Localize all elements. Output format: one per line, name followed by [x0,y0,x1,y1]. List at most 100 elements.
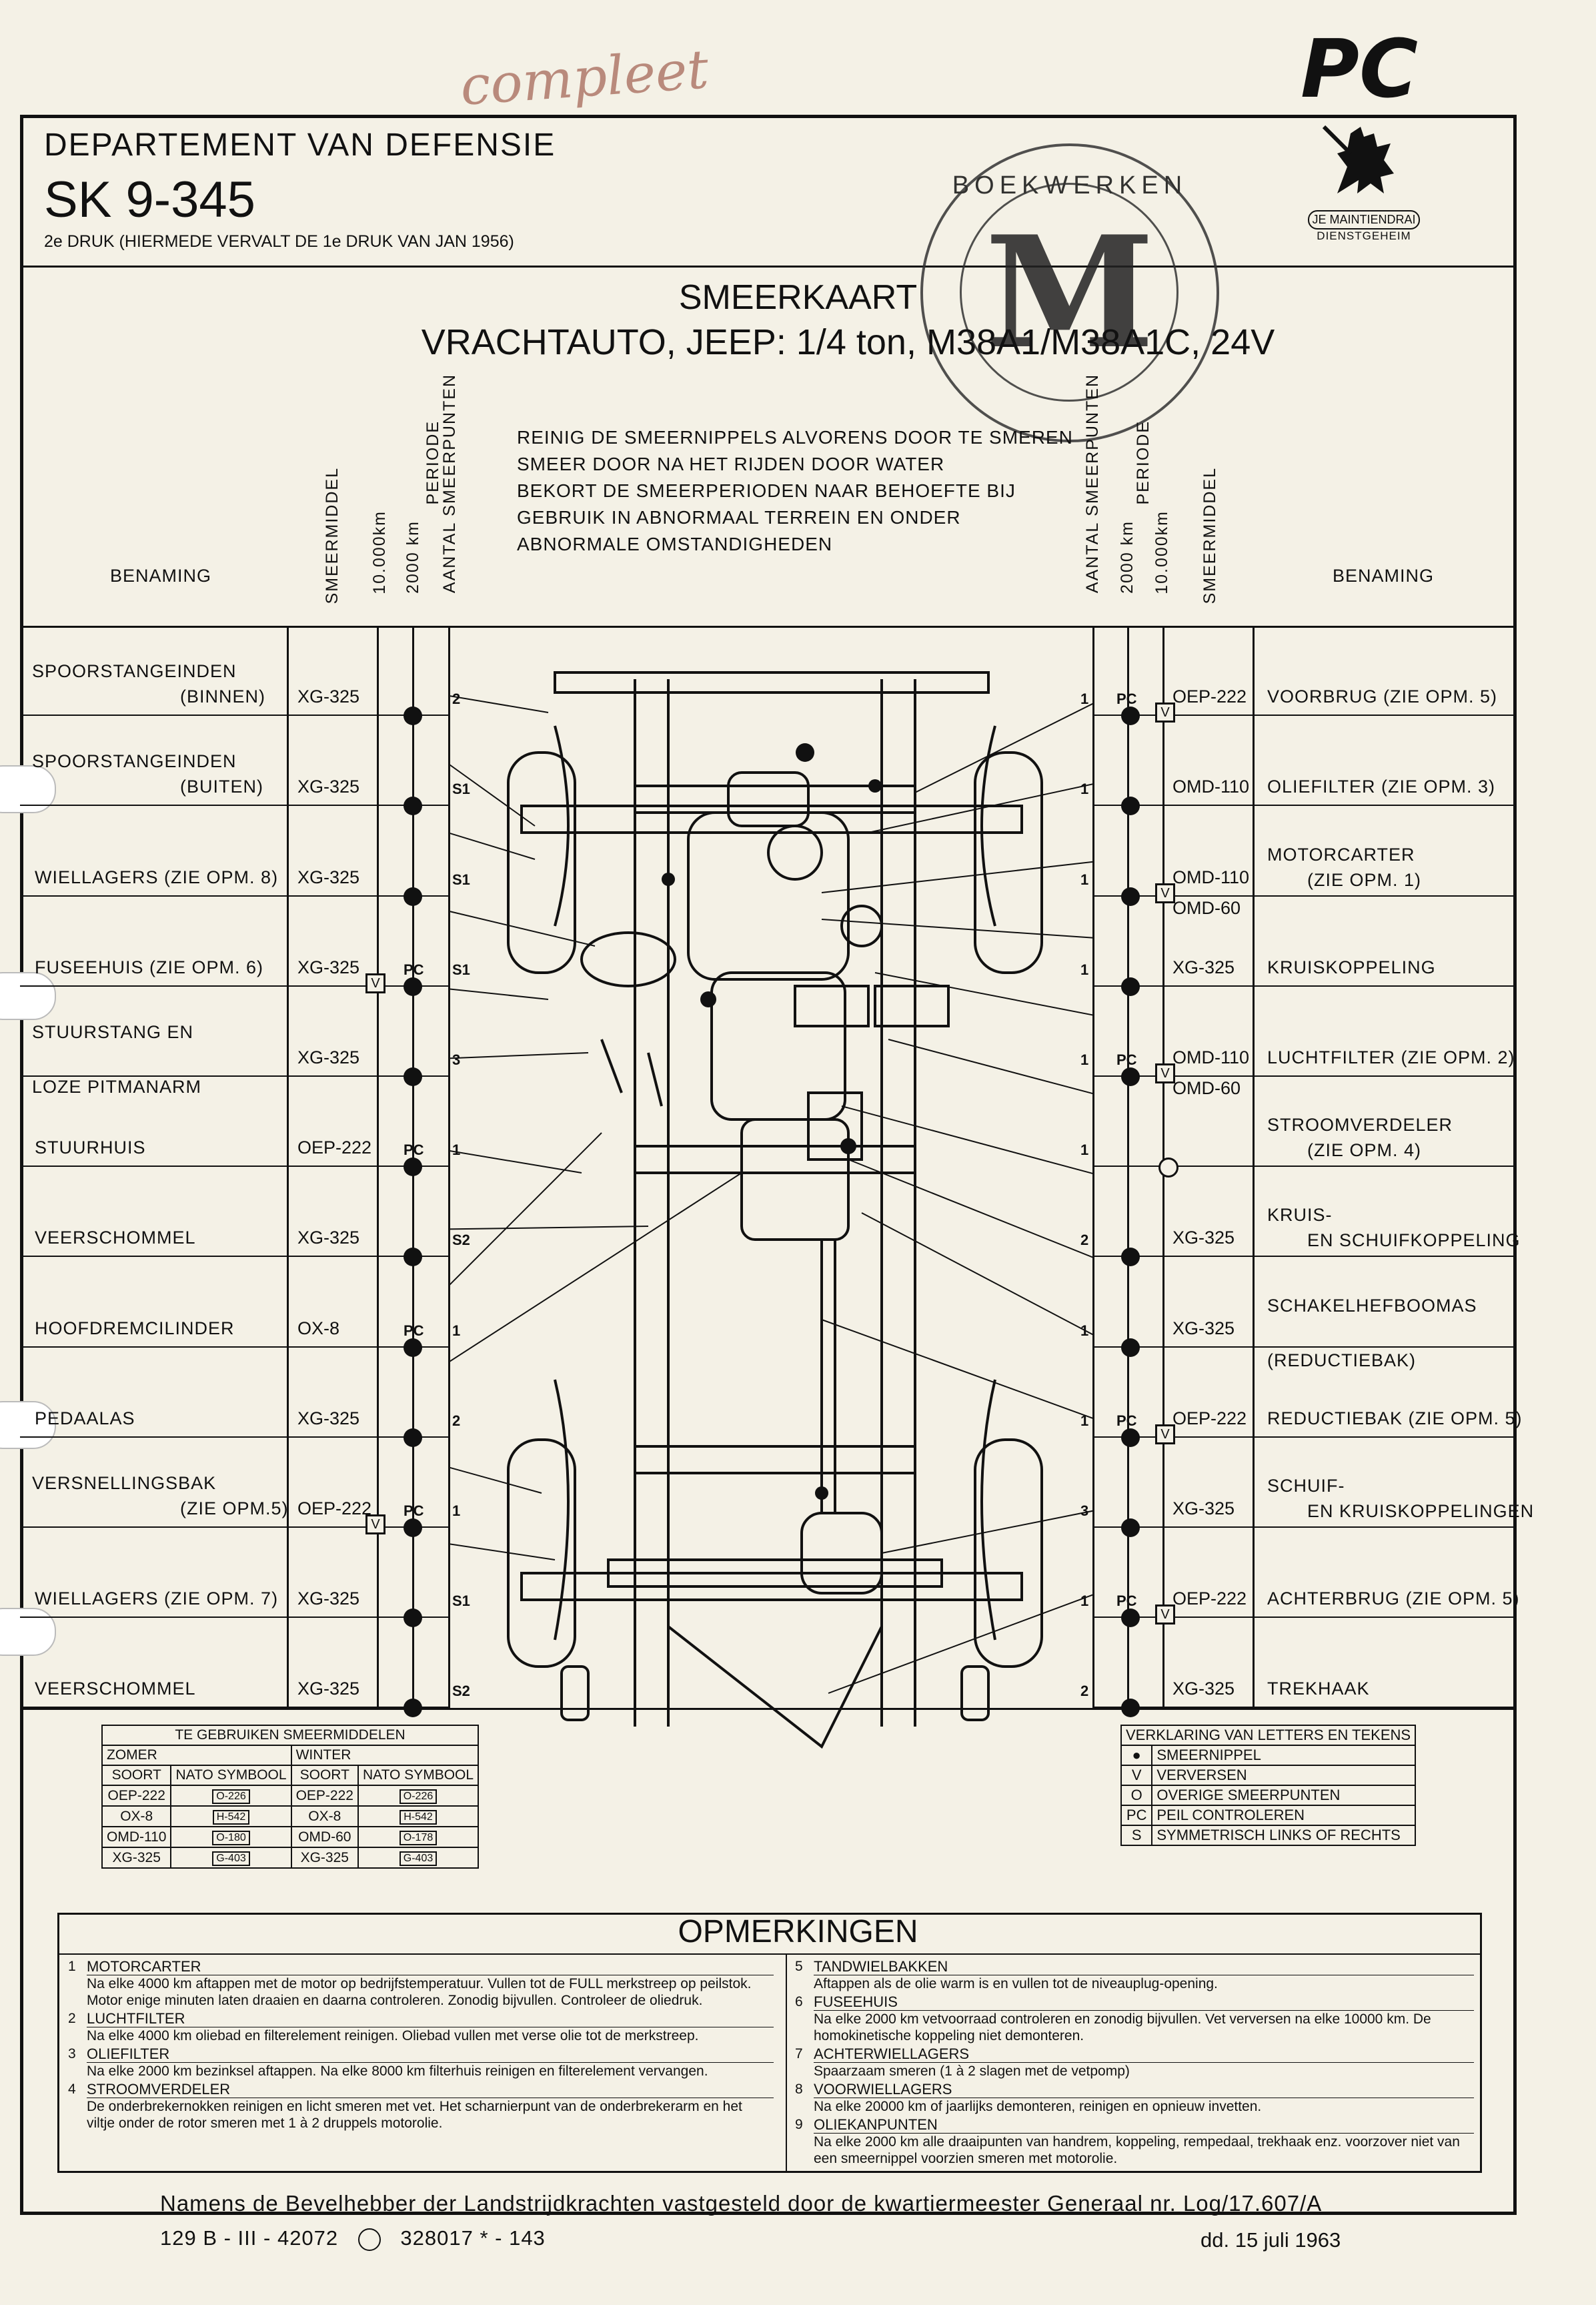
header-10000-right: 10.000km [1152,510,1171,594]
grease-nipple-icon [404,797,422,816]
instruction-line: BEKORT DE SMEERPERIODEN NAAR BEHOEFTE BI… [517,480,1016,501]
soort-header: SOORT [290,1765,359,1786]
header-benaming-right: BENAMING [1333,566,1435,586]
pc-mark: PC [1116,1412,1137,1429]
remark-heading: VOORWIELLAGERS [814,2081,1474,2098]
grease-nipple-icon [1121,1699,1140,1718]
left-row-count: 1 [452,1322,461,1339]
remark-heading: OLIEKANPUNTEN [814,2116,1474,2134]
nato-symbol: O-226 [212,1789,250,1804]
grease-nipple-icon [1121,797,1140,816]
nato-symbol-cell: G-403 [170,1847,292,1869]
grease-nipple-icon [404,1067,422,1086]
remark-heading: MOTORCARTER [87,1958,774,1975]
header-2000-right: 2000 km [1118,520,1136,594]
lubricant-cell: OMD-60 [290,1826,359,1848]
row-line-left [20,1346,448,1348]
remark-heading: OLIEFILTER [87,2045,774,2063]
header-aantal-right: AANTAL SMEERPUNTEN [1083,374,1102,594]
change-oil-icon: V [1155,883,1175,903]
remark-heading: LUCHTFILTER [87,2010,774,2027]
left-row-name2: (BUITEN) [180,777,263,797]
right-row-lubricant: XG-325 [1172,1498,1235,1518]
remark-number: 3 [68,2046,76,2061]
remark-number: 7 [795,2046,803,2061]
lubricant-cell: OEP-222 [290,1785,359,1807]
left-row-count: S1 [452,1592,470,1610]
right-row-name2: EN SCHUIFKOPPELING [1307,1230,1521,1251]
left-row-count: 3 [452,1051,461,1068]
jeep-chassis-diagram [448,671,1092,1749]
lubricant-type: OMD-60 [298,1829,351,1845]
row-line-left [20,1617,448,1619]
left-row-count: 1 [452,1502,461,1519]
right-row-name: LUCHTFILTER (ZIE OPM. 2) [1267,1047,1515,1067]
grease-nipple-icon [404,1248,422,1267]
classification: DIENSTGEHEIM [1317,229,1411,242]
left-row-name2: LOZE PITMANARM [32,1077,202,1097]
nato-symbol: O-180 [212,1831,250,1845]
left-row-name: VERSNELLINGSBAK [32,1473,217,1493]
remark-text: Na elke 4000 km aftappen met de motor op… [87,1976,752,2008]
pc-mark: PC [1116,1051,1137,1068]
row-line-right [1092,715,1517,717]
remark-text: Aftappen als de olie warm is en vullen t… [814,1976,1218,1991]
left-row-count: S2 [452,1232,470,1249]
nato-symbol: O-226 [399,1789,438,1804]
remark-number: 2 [68,2011,76,2026]
legend-symbol: O [1120,1785,1153,1806]
nato-symbol-cell: O-226 [170,1785,292,1807]
left-row-name: VEERSCHOMMEL [35,1679,196,1699]
left-row-count: 2 [452,1412,461,1429]
row-line-right [1092,895,1517,897]
pc-mark: PC [1116,1592,1137,1610]
right-row-name: VOORBRUG (ZIE OPM. 5) [1267,686,1498,707]
lubricants-title: TE GEBRUIKEN SMEERMIDDELEN [101,1725,480,1746]
remark-heading: ACHTERWIELLAGERS [814,2045,1474,2063]
row-line-right [1092,805,1517,807]
right-row-name: MOTORCARTER [1267,844,1415,865]
lubricant-type: OEP-222 [295,1787,353,1803]
row-line-right [1092,1617,1517,1619]
right-row-name: SCHUIF- [1267,1476,1345,1496]
row-line-right [1092,1075,1517,1077]
winter-header: WINTER [290,1745,480,1766]
left-row-name: HOOFDREMCILINDER [35,1318,235,1338]
right-row-lubricant: XG-325 [1172,1679,1235,1699]
lubricant-type: OX-8 [120,1808,153,1824]
grease-nipple-icon [404,707,422,726]
grease-nipple-icon [1121,707,1140,726]
left-row-lubricant: OEP-222 [297,1137,372,1158]
left-row-lubricant: XG-325 [297,1047,360,1067]
remark-number: 5 [795,1959,803,1974]
row-line-right [1092,1346,1517,1348]
right-row-name: SCHAKELHEFBOOMAS [1267,1295,1477,1316]
row-line-right [1092,1256,1517,1258]
left-row-lubricant: OEP-222 [297,1498,372,1518]
right-row-count: 3 [1080,1502,1089,1519]
legend-text: PEIL CONTROLEREN [1151,1805,1417,1826]
right-row-count: 1 [1080,690,1089,708]
left-row-name2: (ZIE OPM.5) [180,1498,289,1518]
nato-symbol-cell: G-403 [357,1847,480,1869]
lion-crest-icon [1322,125,1394,193]
row-line-right [1092,1166,1517,1168]
remarks-divider [57,1953,1482,1955]
nato-symbol: G-403 [212,1851,250,1866]
remark-text: Na elke 4000 km oliebad en filterelement… [87,2028,699,2043]
right-row-name2: EN KRUISKOPPELINGEN [1307,1501,1535,1521]
row-line-left [20,1526,448,1528]
remarks-title: OPMERKINGEN [678,1914,918,1949]
header-periode-right: PERIODE [1134,420,1152,505]
remark-heading: FUSEEHUIS [814,1993,1474,2011]
footer-ref-b: 328017 * - 143 [400,2226,546,2250]
change-oil-icon: V [1155,703,1175,723]
